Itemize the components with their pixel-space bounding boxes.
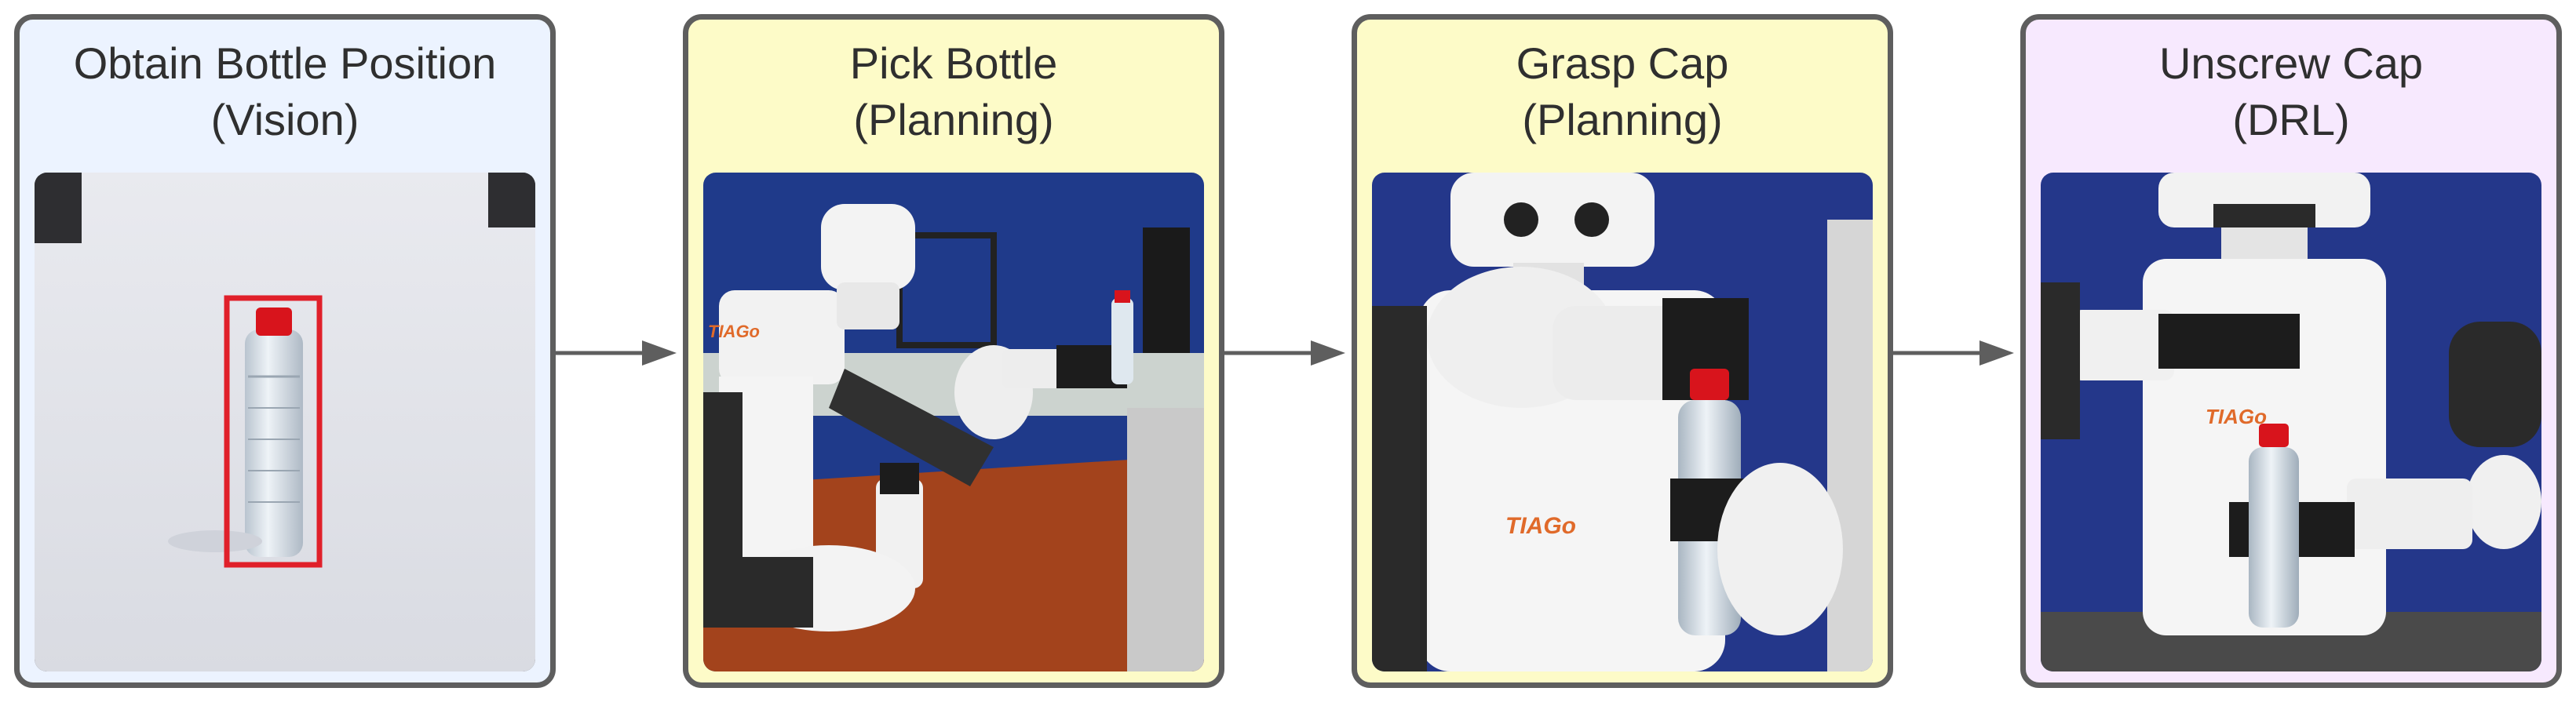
stage-title-line1: Unscrew Cap bbox=[2158, 38, 2424, 88]
stage-title-line1: Grasp Cap bbox=[1516, 38, 1729, 88]
flow-arrow-2 bbox=[1224, 337, 1350, 369]
stage-title: Grasp Cap (Planning) bbox=[1357, 35, 1888, 148]
detection-bounding-box bbox=[224, 295, 323, 568]
photo-grasp-cap: TIAGo bbox=[1372, 173, 1873, 671]
stage-title-line2: (Vision) bbox=[210, 95, 359, 144]
photo-unscrew-cap: TIAGo bbox=[2041, 173, 2541, 671]
flow-arrow-3 bbox=[1893, 337, 2019, 369]
stage-obtain-bottle-position: Obtain Bottle Position (Vision) bbox=[14, 14, 556, 688]
stage-title: Pick Bottle (Planning) bbox=[688, 35, 1219, 148]
robot-brand-label: TIAGo bbox=[1505, 513, 1576, 539]
stage-pick-bottle: Pick Bottle (Planning) bbox=[683, 14, 1224, 688]
robot-brand-label: TIAGo bbox=[2206, 405, 2267, 428]
stage-title: Obtain Bottle Position (Vision) bbox=[20, 35, 550, 148]
flow-arrow-1 bbox=[556, 337, 681, 369]
stage-title-line2: (Planning) bbox=[853, 95, 1054, 144]
stage-title-line2: (DRL) bbox=[2232, 95, 2350, 144]
stage-title-line1: Obtain Bottle Position bbox=[73, 38, 497, 88]
photo-pick-bottle: TIAGo bbox=[703, 173, 1204, 671]
stage-grasp-cap: Grasp Cap (Planning) bbox=[1352, 14, 1893, 688]
stage-title-line2: (Planning) bbox=[1522, 95, 1723, 144]
robot-brand-label: TIAGo bbox=[708, 322, 760, 341]
photo-bottle-detection bbox=[35, 173, 535, 671]
stage-title: Unscrew Cap (DRL) bbox=[2026, 35, 2556, 148]
detected-bottle bbox=[245, 329, 303, 557]
stage-unscrew-cap: Unscrew Cap (DRL) bbox=[2020, 14, 2562, 688]
stage-title-line1: Pick Bottle bbox=[849, 38, 1058, 88]
